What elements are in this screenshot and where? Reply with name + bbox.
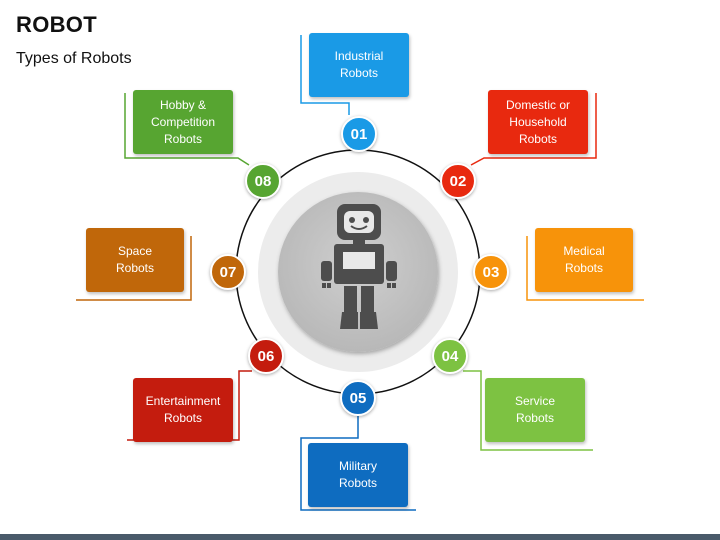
step-number-02: 02 [440,163,476,199]
page-subtitle: Types of Robots [16,50,132,67]
step-number-05: 05 [340,380,376,416]
connector-05 [300,416,416,511]
robot-type-box-01: Industrial Robots [309,33,409,97]
robot-type-box-08: Hobby & Competition Robots [133,90,233,154]
connector-08 [124,93,250,166]
robot-icon [321,204,397,329]
bottom-bar [0,534,720,540]
step-number-08: 08 [245,163,281,199]
robot-type-box-02: Domestic or Household Robots [488,90,588,154]
robot-type-box-03: Medical Robots [535,228,633,292]
connector-07 [76,236,192,301]
step-number-07: 07 [210,254,246,290]
connector-03 [526,236,644,301]
step-number-06: 06 [248,338,284,374]
robot-type-box-06: Entertainment Robots [133,378,233,442]
step-number-03: 03 [473,254,509,290]
page-title: ROBOT [16,12,97,37]
connector-04 [463,370,593,451]
robot-type-box-07: Space Robots [86,228,184,292]
step-number-01: 01 [341,116,377,152]
connector-02 [470,93,597,166]
robot-type-box-04: Service Robots [485,378,585,442]
connector-01 [300,35,350,115]
step-number-04: 04 [432,338,468,374]
robot-type-box-05: Military Robots [308,443,408,507]
